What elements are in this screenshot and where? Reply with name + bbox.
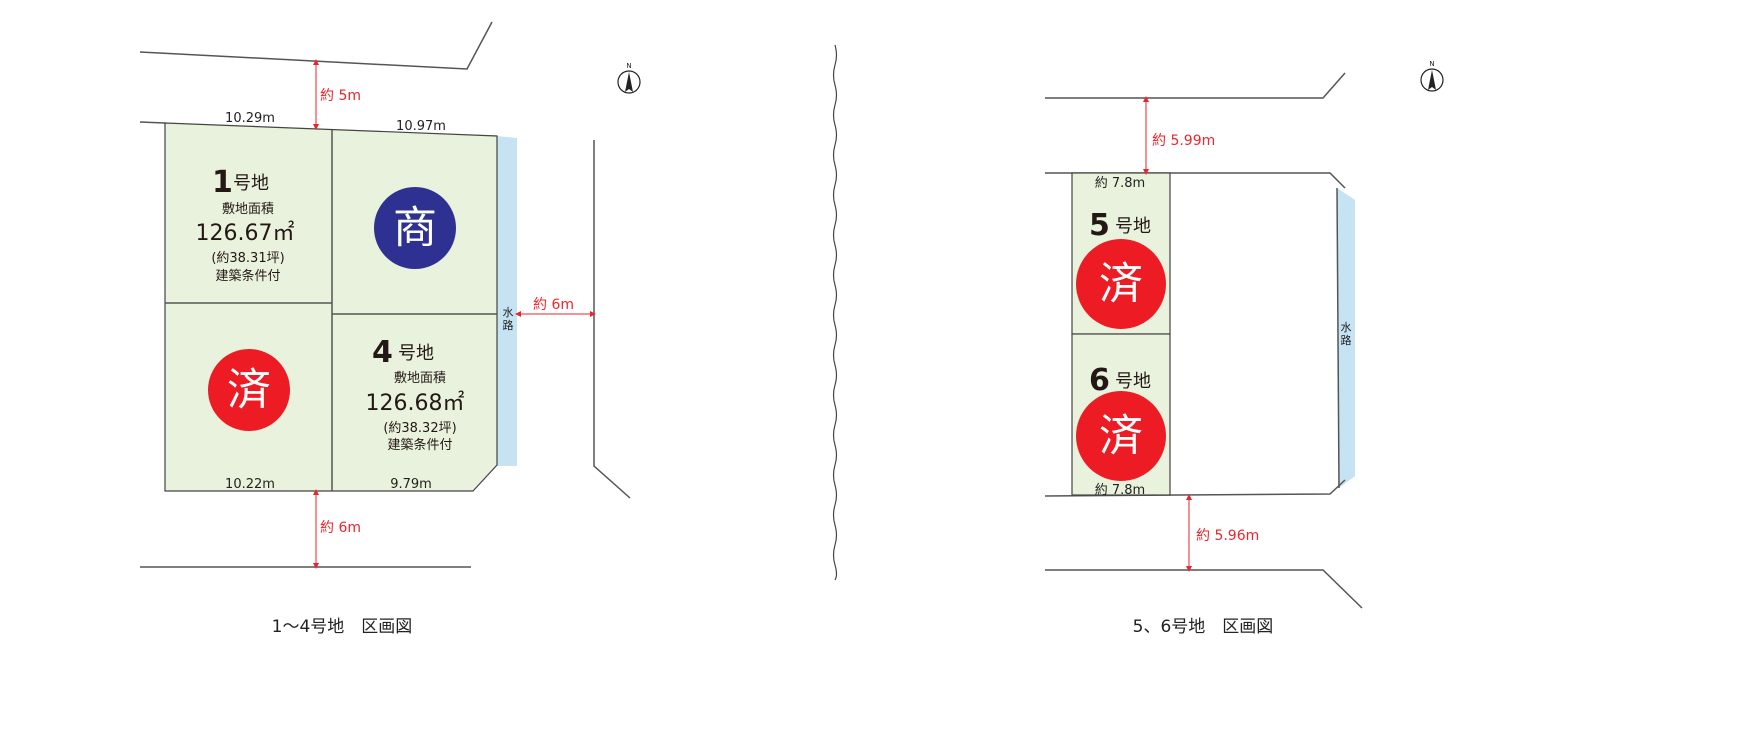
compass-label: N [626,62,631,70]
lot-4: 4 号地 敷地面積 126.68㎡ (約38.32坪) 建築条件付 [366,335,465,453]
waterway-label: 路 [1341,334,1352,347]
stamp-text: 商 [393,203,437,254]
north-compass-icon: N [1420,60,1444,92]
site-edge [1336,187,1340,489]
north-compass-icon: N [617,62,641,94]
stamp-text: 済 [1099,411,1143,462]
right-caption: 5、6号地 区画図 [1133,617,1274,637]
area-label: 敷地面積 [222,202,274,217]
area-label: 敷地面積 [394,371,446,386]
left-plan: 約 5m 約 6m 約 6m 10.29m 10.97m 10.22m 9.79… [139,21,641,637]
area-value: 126.68㎡ [366,390,465,416]
compass-label: N [1429,60,1434,68]
road-bottom-edge [1045,569,1363,609]
lot-suffix: 号地 [1115,371,1151,392]
sold-stamp: 済 [1076,239,1166,329]
dim-top-right: 10.97m [396,119,446,134]
side-width: 約 6m [533,297,574,313]
lot-number: 6 [1089,363,1110,398]
frontage-bottom: 約 7.8m [1095,483,1145,498]
area-tsubo: (約38.32坪) [383,421,456,436]
sold-stamp: 済 [208,349,290,431]
stamp-text: 済 [227,365,271,416]
dim-top-left: 10.29m [225,111,275,126]
right-plan: 約 5.99m 約 5.96m 約 7.8m 約 7.8m 5 号地 済 6 号… [1044,60,1444,637]
commercial-stamp: 商 [374,187,456,269]
stamp-text: 済 [1099,259,1143,310]
waterway-label: 水 [503,306,514,319]
lot-number: 4 [372,335,393,370]
frontage-top: 約 7.8m [1095,176,1145,191]
road-edge [139,121,166,124]
waterway [497,136,517,466]
sold-stamp: 済 [1076,391,1166,481]
lot-suffix: 号地 [1115,216,1151,237]
waterway-label: 水 [1341,321,1352,334]
lot-1: 1 号地 敷地面積 126.67㎡ (約38.31坪) 建築条件付 [196,165,295,284]
waterway-label: 路 [503,319,514,332]
condition: 建築条件付 [387,437,452,453]
road-top-edge [1045,72,1346,99]
opposite-edge [593,140,631,499]
road-top-edge [139,21,493,70]
section-divider [832,44,838,581]
road-top-width: 約 5.99m [1152,133,1215,149]
road-bottom-width: 約 5.96m [1196,528,1259,544]
lot-suffix: 号地 [233,173,269,194]
waterway [1337,188,1355,488]
road-bottom-width: 約 6m [320,520,361,536]
condition: 建築条件付 [215,268,280,284]
lot-number: 1 [212,165,233,200]
dim-bottom-left: 10.22m [225,477,275,492]
lot-number: 5 [1089,208,1110,243]
lot-suffix: 号地 [398,343,434,364]
area-tsubo: (約38.31坪) [211,251,284,266]
left-caption: 1～4号地 区画図 [272,617,413,637]
dim-bottom-right: 9.79m [390,477,432,492]
area-value: 126.67㎡ [196,220,295,246]
road-top-width: 約 5m [320,88,361,104]
